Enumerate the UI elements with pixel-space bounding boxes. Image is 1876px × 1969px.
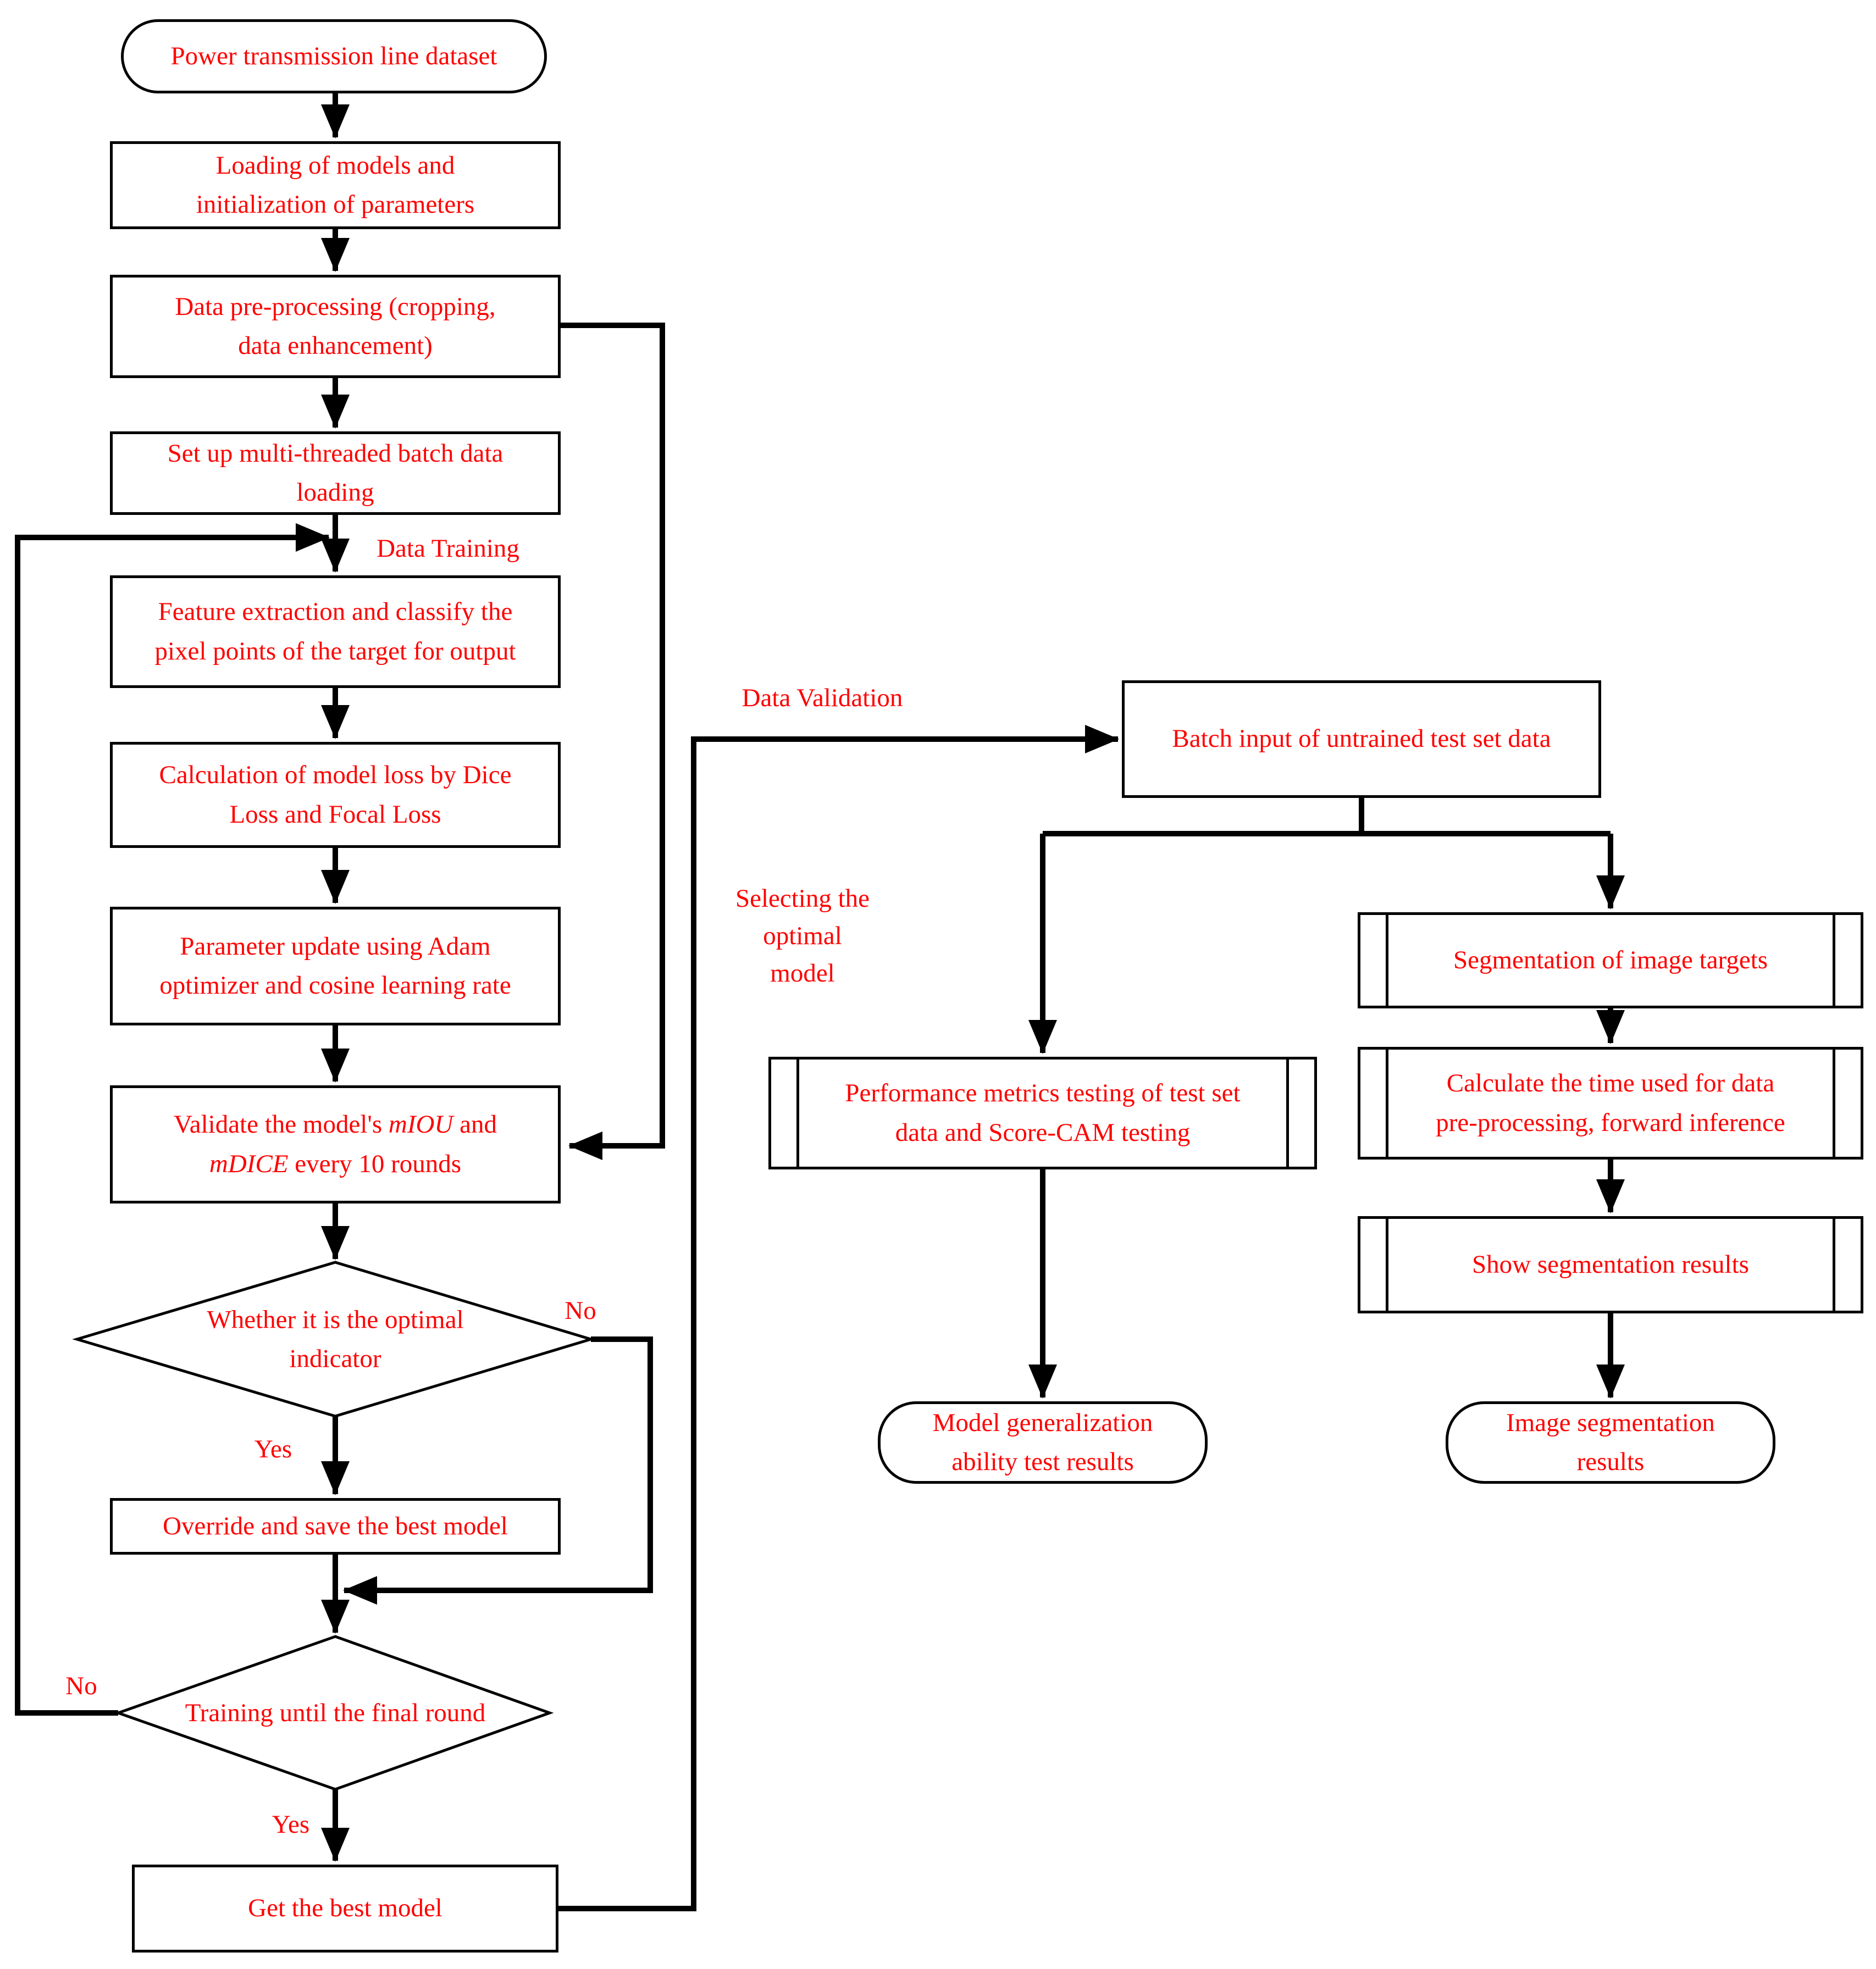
node-show-results-label: Show segmentation results: [1472, 1250, 1749, 1279]
line-preprocess-validate: [561, 323, 665, 1160]
label-data-training: Data Training: [377, 534, 519, 563]
node-dataset-label: Power transmission line dataset: [170, 41, 497, 70]
label-decision2-no: No: [65, 1671, 97, 1700]
node-batch-input: Batch input of untrained test set data: [1122, 680, 1601, 798]
predefined-bar-left: [1386, 1050, 1388, 1157]
node-save-best-label: Override and save the best model: [163, 1511, 508, 1540]
predefined-bar-left: [796, 1060, 799, 1167]
decision-final-round-shape: [114, 1635, 554, 1791]
node-validate: Validate the model's mIOU and mDICE ever…: [110, 1085, 561, 1203]
node-save-best: Override and save the best model: [110, 1498, 561, 1555]
node-dataset: Power transmission line dataset: [121, 19, 547, 93]
validate-text-miou: mIOU: [388, 1110, 453, 1139]
validate-text-0: Validate the model's: [173, 1110, 383, 1139]
predefined-bar-right: [1833, 1050, 1835, 1157]
line-decision2-no-loop: [15, 523, 330, 1716]
node-get-best: Get the best model: [132, 1865, 558, 1953]
node-validate-label: Validate the model's mIOU and mDICE ever…: [140, 1105, 530, 1184]
validate-text-mdice: mDICE: [209, 1149, 289, 1178]
predefined-bar-right: [1286, 1060, 1289, 1167]
label-decision2-yes: Yes: [272, 1810, 310, 1839]
predefined-bar-left: [1386, 1219, 1388, 1311]
label-decision1-yes: Yes: [254, 1434, 292, 1463]
predefined-bar-right: [1833, 915, 1835, 1006]
node-batch-input-label: Batch input of untrained test set data: [1172, 724, 1551, 753]
node-preprocessing-label: Data pre-processing (cropping,data enhan…: [175, 292, 496, 360]
predefined-bar-right: [1833, 1219, 1835, 1311]
line-getbest-batchinput: [558, 725, 1119, 1911]
label-data-validation: Data Validation: [741, 683, 903, 712]
decision-final-round-label: Training until the final round: [185, 1698, 486, 1727]
line-decision1-no: [343, 1336, 653, 1605]
node-show-results: Show segmentation results: [1358, 1216, 1863, 1313]
predefined-bar-left: [1386, 915, 1388, 1006]
node-get-best-label: Get the best model: [248, 1894, 442, 1923]
node-preprocessing: Data pre-processing (cropping,data enhan…: [110, 275, 561, 378]
node-segmentation-label: Segmentation of image targets: [1453, 945, 1768, 974]
validate-text-2: and: [460, 1110, 497, 1139]
label-decision1-no: No: [565, 1296, 596, 1325]
decision-optimal-indicator-shape: [72, 1261, 596, 1418]
validate-text-4: every 10 rounds: [295, 1149, 462, 1178]
node-segmentation: Segmentation of image targets: [1358, 912, 1863, 1008]
